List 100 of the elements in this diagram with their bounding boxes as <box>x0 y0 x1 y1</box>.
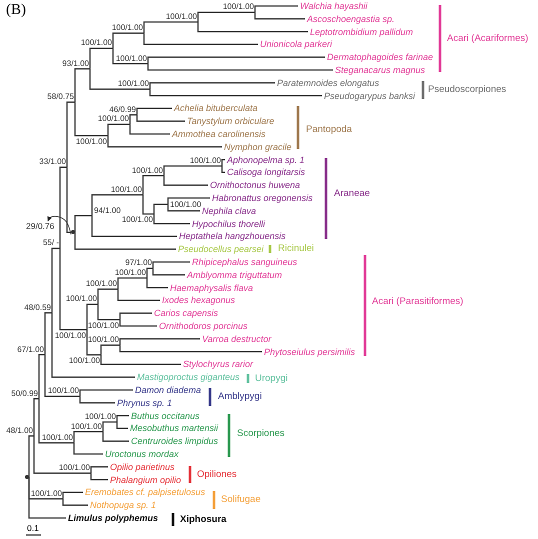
taxon-label: Paratemnoides elongatus <box>275 76 380 89</box>
tree-branch <box>116 422 128 430</box>
support-value: 33/1.00 <box>39 157 66 166</box>
tree-branch <box>28 476 66 519</box>
tree-branch <box>90 466 108 474</box>
tree-branch <box>90 473 108 480</box>
taxon-label: Phalangium opilio <box>108 474 182 486</box>
tree-branch <box>51 312 135 378</box>
tree-branch <box>97 304 120 320</box>
taxon-label: Calisoga longitarsis <box>225 166 306 178</box>
tree-branch <box>254 5 298 12</box>
support-value: 100/1.00 <box>190 156 221 165</box>
tree-branch <box>102 432 129 442</box>
support-value: 100/1.00 <box>88 320 119 330</box>
tree-branch <box>129 124 170 135</box>
tree-branch <box>153 204 168 214</box>
taxon-label: Stylochyrus rarior <box>181 358 254 370</box>
tree-branch <box>119 338 200 346</box>
support-value: 55/ - <box>42 238 59 248</box>
taxon-label: Ixodes hexagonus <box>160 294 236 306</box>
support-value: 100/1.00 <box>166 12 197 21</box>
tree-branch <box>197 12 255 22</box>
tree-branch <box>102 421 117 432</box>
support-value: 100/1.00 <box>48 386 79 396</box>
taxon-label: Ammothea carolinensis <box>170 128 266 140</box>
tree-branch <box>59 166 67 248</box>
clade-label: Pantopoda <box>306 124 352 136</box>
tree-branch <box>97 288 118 304</box>
taxon-label: Steganacarus magnus <box>333 64 426 76</box>
scale-value: 0.1 <box>27 524 39 533</box>
taxon-label: Leptotrombidium pallidum <box>308 26 414 38</box>
taxon-label: Opilio parietinus <box>108 460 175 473</box>
support-value: 100/1.00 <box>42 432 73 442</box>
clade-label: Acari (Acariformes) <box>447 33 528 45</box>
support-value: 94/1.00 <box>94 206 121 215</box>
taxon-label: Phrynus sp. 1 <box>115 396 172 409</box>
tree-branch <box>221 158 225 166</box>
tree-branch <box>74 214 92 232</box>
tree-branch <box>33 398 39 436</box>
support-value: 100/1.00 <box>98 114 129 124</box>
tree-branch <box>79 389 133 396</box>
support-value: 100/1.00 <box>86 279 117 288</box>
tree-branch <box>136 114 185 122</box>
taxon-label: Centruroides limpidus <box>129 435 218 448</box>
taxon-label: Carios capensis <box>152 307 218 320</box>
tree-branch <box>112 32 144 48</box>
taxon-label: Amblyomma triguttatum <box>185 268 282 281</box>
tree-branch <box>38 398 74 444</box>
tree-branch <box>149 89 322 96</box>
tree-branch <box>149 82 275 90</box>
tree-branch <box>66 167 71 234</box>
tree-branch <box>143 33 258 46</box>
tree-branch <box>73 430 103 443</box>
clade-label: Xiphosura <box>180 514 226 526</box>
tree-branch <box>74 68 90 102</box>
support-value: 46/0.99 <box>109 104 136 114</box>
taxon-label: Dermatophagoides farinae <box>325 51 434 64</box>
taxon-label: Mesobuthus martensii <box>128 422 218 434</box>
tree-branch <box>119 345 262 352</box>
support-value: 100/1.00 <box>112 23 143 32</box>
support-value: 48/1.00 <box>6 426 33 435</box>
tree-branch <box>152 261 190 268</box>
tree-branch <box>86 304 98 330</box>
tree-branch <box>146 268 153 278</box>
tree-branch <box>44 312 52 355</box>
tree-branch <box>147 56 325 64</box>
taxon-label: Varroa destructor <box>200 332 272 345</box>
tree-branch <box>117 289 160 302</box>
tree-branch <box>66 102 75 168</box>
support-value: 100/1.00 <box>222 2 254 12</box>
tree-branch <box>116 414 129 422</box>
support-value: 100/1.00 <box>30 488 62 498</box>
taxon-label: Aphonopelma sp. 1 <box>225 154 305 166</box>
clade-label: Scorpiones <box>237 428 285 440</box>
support-value: 100/1.00 <box>66 294 97 304</box>
taxon-label: Nephila clava <box>200 204 256 217</box>
support-value: 29/0.76 <box>26 221 54 231</box>
tree-branch <box>100 354 181 366</box>
taxon-label: Walchia hayashii <box>298 0 368 12</box>
support-value: 48/0.59 <box>24 302 51 312</box>
taxon-label: Uroctonus mordax <box>103 448 179 460</box>
taxon-label: Damon diadema <box>133 384 202 396</box>
support-value: 100/1.00 <box>80 38 112 48</box>
tree-branch <box>167 197 210 204</box>
tree-branch <box>143 21 198 34</box>
support-value: 100/1.00 <box>118 79 149 88</box>
tree-branch <box>62 498 88 506</box>
taxon-label: Rhipicephalus sanguineus <box>190 256 298 268</box>
tree-branch <box>146 278 168 288</box>
clade-label: Solifugae <box>221 494 261 506</box>
tree-branch <box>107 124 130 136</box>
support-value: 100/1.00 <box>122 215 153 224</box>
clade-label: Ricinulei <box>278 243 314 255</box>
tree-branch <box>100 344 120 355</box>
support-value: 100/1.00 <box>114 268 146 277</box>
taxon-label: Haemaphysalis flava <box>168 282 254 294</box>
tree-branch <box>152 268 185 276</box>
taxon-label: Mastigoproctus giganteus <box>135 371 240 384</box>
taxon-label: Eremobates cf. palpisetulosus <box>83 486 206 498</box>
tree-branch <box>129 114 137 124</box>
